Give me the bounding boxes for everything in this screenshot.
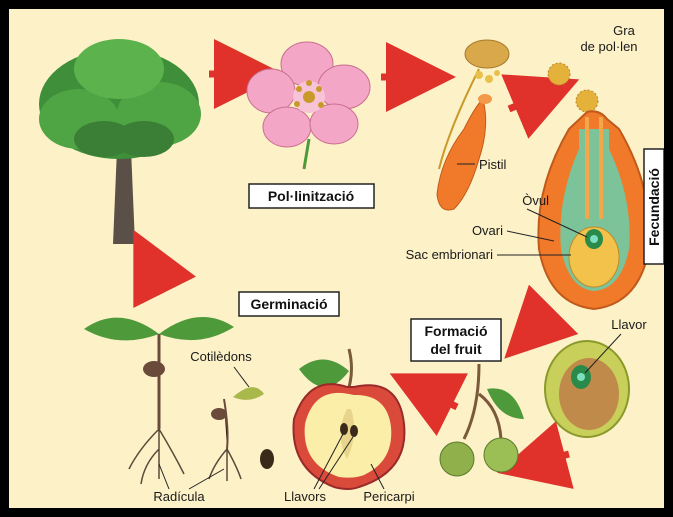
fruit-branch-icon bbox=[440, 364, 524, 476]
fertilization-title: Fecundació bbox=[646, 168, 662, 246]
seeds-label: Llavors bbox=[284, 489, 326, 504]
tree-icon bbox=[39, 39, 201, 244]
stamen-pistil-icon bbox=[437, 40, 509, 210]
arrow-fruit-to-apple bbox=[421, 389, 457, 407]
fruit-formation-label-box: Formació del fruit bbox=[411, 319, 501, 361]
flower-icon bbox=[247, 42, 370, 169]
arrow-seed-to-fruit bbox=[531, 454, 569, 464]
pericarp-label: Pericarpi bbox=[363, 489, 414, 504]
ovary-cross-section-icon bbox=[538, 111, 649, 309]
embryo-sac-label: Sac embrionari bbox=[406, 247, 494, 262]
loose-seed-icon bbox=[260, 449, 274, 469]
seed-label: Llavor bbox=[611, 317, 647, 332]
pollen-grain-label-line2: de pol·len bbox=[580, 39, 637, 54]
fruit-formation-title-line1: Formació bbox=[424, 323, 487, 339]
ovule-label: Òvul bbox=[522, 193, 549, 208]
arrow-seedling-to-tree bbox=[149, 261, 159, 294]
cotyledons-label: Cotilèdons bbox=[190, 349, 252, 364]
plant-life-cycle-diagram: Pol·linització Pistil Gra de pol·len Òvu… bbox=[9, 9, 664, 508]
ovary-label: Ovari bbox=[472, 223, 503, 238]
fruit-formation-title-line2: del fruit bbox=[430, 341, 482, 357]
apple-cross-section-icon bbox=[294, 349, 405, 489]
pollination-title: Pol·linització bbox=[268, 188, 354, 204]
pollination-label-box: Pol·linització bbox=[249, 184, 374, 208]
seedling-icon bbox=[84, 317, 264, 484]
arrow-ovary-to-seed bbox=[529, 309, 534, 334]
seed-cross-section-icon bbox=[545, 341, 629, 437]
pollen-grain-label-line1: Gra bbox=[613, 23, 635, 38]
pollen-grain-icon bbox=[548, 63, 598, 112]
arrow-pistil-to-ovary bbox=[509, 93, 547, 109]
germination-label-box: Germinació bbox=[239, 292, 339, 316]
fertilization-label-box: Fecundació bbox=[644, 149, 664, 264]
pistil-label: Pistil bbox=[479, 157, 507, 172]
germination-title: Germinació bbox=[250, 296, 327, 312]
radicle-label: Radícula bbox=[153, 489, 205, 504]
